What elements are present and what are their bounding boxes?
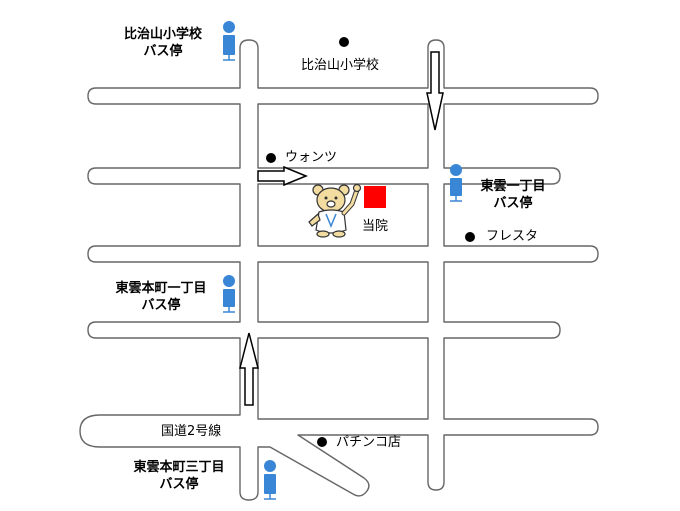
bus-stop-icon (223, 275, 235, 313)
school-dot (339, 37, 349, 47)
bus-stop-label-hijiyama: 比治山小学校 バス停 (123, 27, 202, 59)
bus-stop-label-shinonome-hon-3chome: 東雲本町三丁目 バス停 (133, 460, 225, 492)
bus-stop-label-shinonome-1chome: 東雲一丁目 バス停 (480, 179, 546, 211)
wants-dot (266, 153, 276, 163)
bus-stop-icon (223, 21, 235, 61)
fresta-dot (465, 232, 475, 242)
clinic-marker (364, 186, 386, 208)
fresta-label: フレスタ (486, 229, 539, 244)
pachinko-label: パチンコ店 (336, 435, 402, 450)
school-label: 比治山小学校 (301, 58, 380, 73)
bus-stop-label-shinonome-hon-1chome: 東雲本町一丁目 バス停 (115, 281, 207, 313)
route2-label: 国道2号線 (161, 424, 222, 439)
arrow-down-icon (426, 51, 444, 131)
road-network (79, 39, 599, 501)
bus-stop-icon (450, 164, 462, 202)
pachinko-dot (317, 437, 327, 447)
clinic-label: 当院 (362, 219, 389, 234)
bus-stop-icon (264, 460, 276, 500)
arrow-right-icon (257, 165, 308, 187)
mascot-bear-icon (308, 183, 362, 238)
wants-label: ウォンツ (285, 150, 338, 165)
arrow-up-icon (239, 332, 259, 406)
